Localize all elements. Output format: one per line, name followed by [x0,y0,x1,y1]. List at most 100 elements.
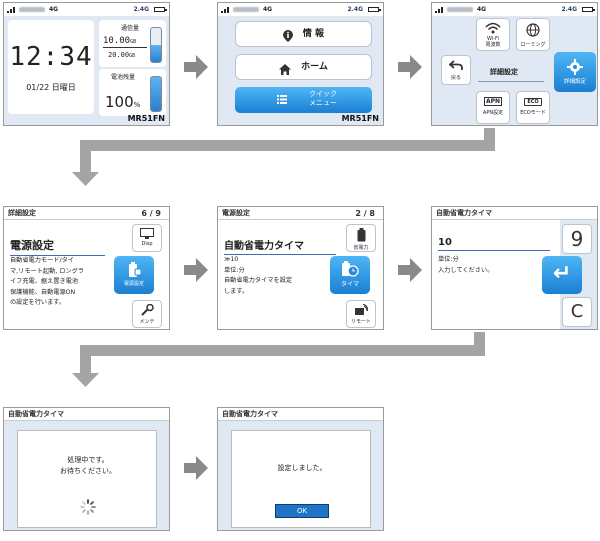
battery-panel: 電池残量 100% [99,69,166,116]
page-indicator: 2 / 8 [355,209,375,218]
status-bar: 4G 2.4G [4,3,169,16]
clock-panel: 12:34 01/22 日曜日 [8,20,94,114]
signal-icon [221,6,231,13]
roaming-label: ローミング [520,42,546,48]
wrench-icon [141,303,154,316]
list-icon [277,95,287,106]
status-bar: 4G 2.4G [218,3,383,16]
maintenance-button[interactable]: メンテ [132,300,162,328]
ok-button[interactable]: OK [275,504,329,518]
signal-icon [7,6,17,13]
wifi-band: 2.4G [561,6,577,13]
input-value[interactable]: 10 [438,237,550,251]
battery-icon [582,7,595,12]
center-label: 詳細設定 [490,68,518,76]
apn-icon: APN [483,97,503,106]
wifi-band: 2.4G [347,6,363,13]
network-type: 4G [49,6,59,13]
connector-line [80,140,91,174]
eco-mode-button[interactable]: ECO ECOモード [516,91,550,124]
traffic-label: 通信量 [121,25,140,32]
down-arrow-icon [72,373,99,387]
remote-label: リモート [350,319,371,325]
traffic-panel: 通信量 10.00GB 20.00GB [99,20,166,67]
home-button[interactable]: ホーム [235,54,372,80]
detail-settings-label: 詳細設定 [563,79,586,85]
page-title: 自動省電力タイマ [224,237,336,255]
screen-header: 電源設定 2 / 8 [218,207,383,220]
detail-settings-button[interactable]: 詳細設定 [554,52,596,92]
screen-header: 自動省電力タイマ [4,408,169,421]
description: ≫10 単位:分 自動省電力タイマを設定 します。 [224,255,334,297]
remote-button[interactable]: リモート [346,300,376,328]
apn-settings-button[interactable]: APN APN設定 [476,91,510,124]
down-arrow-icon [72,172,99,186]
processing-dialog: 処理中です。お待ちください。 [17,430,157,528]
screen-complete: 自動省電力タイマ 設定しました。 OK [217,407,384,531]
page-title: 電源設定 [10,237,105,256]
model-name: MR51FN [341,114,379,123]
screen-power-settings: 4G 2.4G 詳細設定 6 / 9 電源設定 自動省電力モード/タイマ,リモー… [3,206,170,330]
digit-button[interactable]: 9 [562,224,592,254]
screen-header: 自動省電力タイマ [218,408,383,421]
back-button[interactable]: 戻る [441,55,471,85]
network-type: 4G [263,6,273,13]
quick-menu-label: クイックメニュー [309,90,337,107]
battery-label: 電池残量 [111,74,136,81]
enter-button[interactable]: ↵ [542,256,582,294]
screen-menu: 4G 2.4G 情 報 ホーム クイックメニュー MR51FN [217,2,384,126]
screen-header: 詳細設定 6 / 9 [4,207,169,220]
status-bar: 4G 2.4G [432,3,597,16]
disp-label: Disp [141,241,153,247]
header-title: 詳細設定 [8,209,36,217]
next-arrow-icon [184,456,208,480]
processing-message: 処理中です。お待ちください。 [60,456,116,475]
clock-time: 12:34 [9,42,93,72]
home-label: ホーム [301,62,328,72]
next-arrow-icon [184,55,208,79]
quick-menu-button[interactable]: クイックメニュー [235,87,372,113]
battery-timer-icon [342,261,359,277]
disp-button[interactable]: Disp [132,224,162,252]
next-arrow-icon [398,55,422,79]
info-button[interactable]: 情 報 [235,21,372,47]
apn-settings-label: APN設定 [482,110,504,116]
gear-icon [567,59,583,75]
input-hint: 単位:分 入力してください。 [438,256,494,274]
battery-value: 100% [105,93,141,111]
connector-line [474,332,485,349]
header-title: 自動省電力タイマ [8,410,64,418]
complete-message: 設定しました。 [277,464,327,472]
traffic-gauge [150,27,162,63]
screen-number-input: 自動省電力タイマ 10 単位:分 入力してください。 9 ↵ C [431,206,598,330]
eco-battery-icon: ECO [524,98,542,106]
info-label: 情 報 [302,29,325,39]
header-title: 電源設定 [222,209,250,217]
header-title: 自動省電力タイマ [436,209,492,217]
screen-timer-setting: 電源設定 2 / 8 自動省電力タイマ ≫10 単位:分 自動省電力タイマを設定… [217,206,384,330]
battery-settings-icon [129,262,142,277]
globe-icon [526,23,540,37]
next-arrow-icon [184,258,208,282]
screen-processing: 自動省電力タイマ 処理中です。お待ちください。 [3,407,170,531]
connector-line [80,345,485,356]
timer-button[interactable]: タイマ [330,256,370,294]
clear-button[interactable]: C [562,297,592,327]
battery-icon [357,228,365,242]
remote-icon [355,303,369,315]
back-arrow-icon [448,60,463,70]
roaming-button[interactable]: ローミング [516,18,550,51]
power-settings-button[interactable]: 電源設定 [114,256,154,294]
current-value: ≫10 [224,256,239,263]
page-indicator: 6 / 9 [141,209,161,218]
carrier-name [447,7,473,12]
power-saving-button[interactable]: 省電力 [346,224,376,252]
unit-label: 単位:分 [224,266,245,274]
next-arrow-icon [398,258,422,282]
battery-icon [368,7,381,12]
power-settings-label: 電源設定 [123,281,144,287]
content-area [432,220,560,329]
screen-header: 自動省電力タイマ [432,207,597,220]
